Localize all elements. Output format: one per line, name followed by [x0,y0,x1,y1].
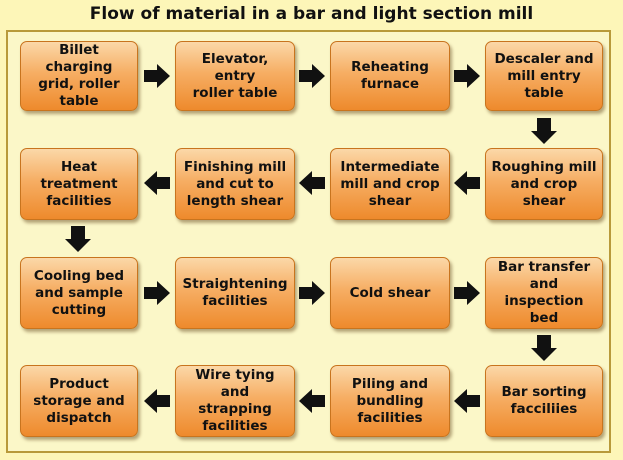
arrow-n4-n8 [531,118,557,144]
node-elevator-entry: Elevator, entry roller table [175,41,295,111]
node-cold-shear: Cold shear [330,257,450,329]
arrow-n10-n11 [299,281,325,305]
node-roughing-mill: Roughing mill and crop shear [485,148,603,220]
arrow-n3-n4 [454,64,480,88]
node-billet-charging: Billet charging grid, roller table [20,41,138,111]
arrow-n6-n5 [144,171,170,195]
arrow-n2-n3 [299,64,325,88]
arrow-n15-n14 [299,389,325,413]
arrow-n12-n16 [531,335,557,361]
node-reheating-furnace: Reheating furnace [330,41,450,111]
node-piling-bundling: Piling and bundling facilities [330,365,450,437]
node-wire-tying: Wire tying and strapping facilities [175,365,295,437]
diagram-title: Flow of material in a bar and light sect… [89,4,534,24]
node-product-storage: Product storage and dispatch [20,365,138,437]
node-cooling-bed: Cooling bed and sample cutting [20,257,138,329]
node-bar-sorting: Bar sorting facciliies [485,365,603,437]
arrow-n1-n2 [144,64,170,88]
arrow-n9-n10 [144,281,170,305]
node-descaler: Descaler and mill entry table [485,41,603,111]
node-heat-treatment: Heat treatment facilities [20,148,138,220]
arrow-n16-n15 [454,389,480,413]
node-finishing-mill: Finishing mill and cut to length shear [175,148,295,220]
node-bar-transfer: Bar transfer and inspection bed [485,257,603,329]
arrow-n14-n13 [144,389,170,413]
arrow-n11-n12 [454,281,480,305]
node-intermediate-mill: Intermediate mill and crop shear [330,148,450,220]
arrow-n7-n6 [299,171,325,195]
node-straightening: Straightening facilities [175,257,295,329]
arrow-n5-n9 [65,226,91,252]
arrow-n8-n7 [454,171,480,195]
